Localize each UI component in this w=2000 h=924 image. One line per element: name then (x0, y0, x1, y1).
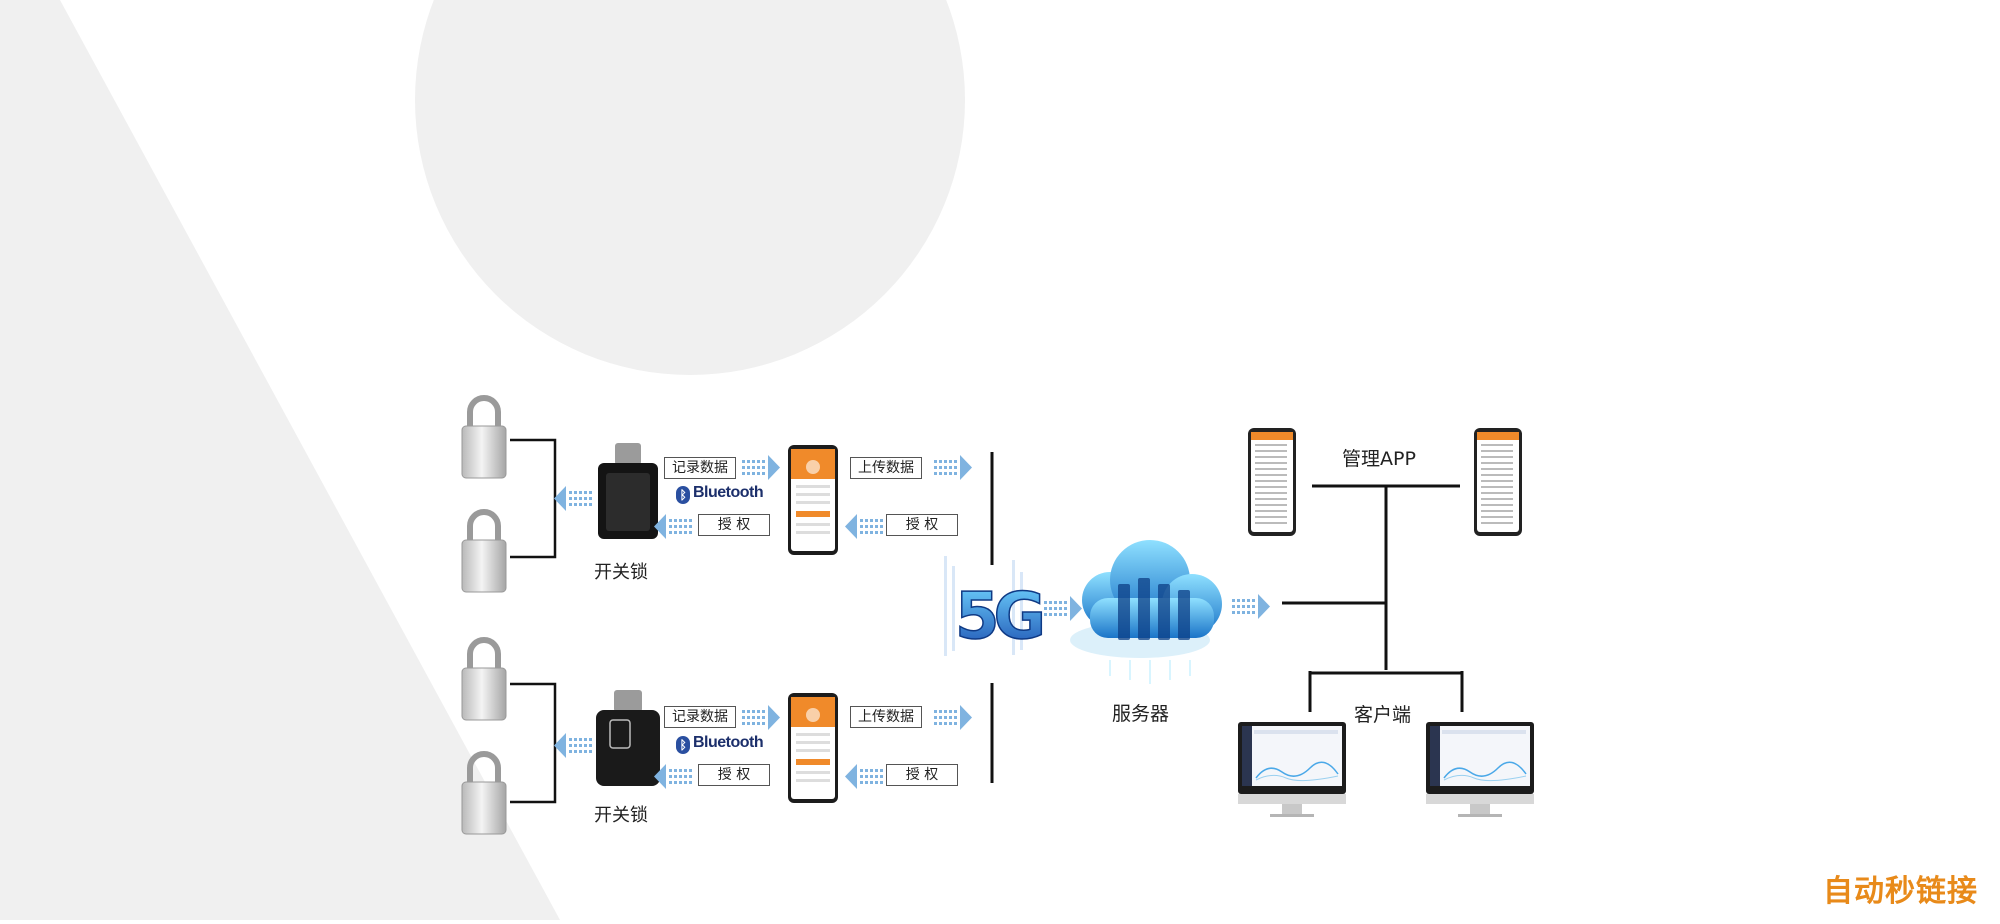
top-phone (788, 445, 838, 555)
bluetooth-icon: ᛒ (676, 736, 690, 754)
top-auth-label: 授 权 (698, 514, 770, 536)
top-padlock-1 (462, 398, 506, 478)
top-arrow-to-locks (554, 486, 592, 511)
bottom-switch-lock-device (596, 690, 660, 786)
top-lock-bracket (510, 438, 557, 559)
cloud-server-icon (1070, 540, 1222, 684)
bottom-phone (788, 693, 838, 803)
server-label: 服务器 (1112, 703, 1170, 725)
bottom-auth-label: 授 权 (698, 764, 770, 786)
client-monitor-left (1237, 721, 1347, 818)
bottom-padlock-1 (462, 640, 506, 720)
bottom-arrow-record (742, 705, 780, 730)
bottom-arrow-auth-2 (845, 764, 883, 789)
top-padlock-2 (462, 512, 506, 592)
5g-icon: 5G (944, 556, 1048, 656)
client-label: 客户端 (1354, 704, 1412, 726)
top-arrow-upload (934, 455, 972, 480)
background-circle (415, 0, 965, 375)
arrow-server-to-clients (1232, 594, 1270, 619)
admin-app-label: 管理APP (1342, 448, 1416, 470)
bottom-padlock-2 (462, 754, 506, 834)
watermark-logo: 自动秒链接 (1823, 874, 1978, 909)
bottom-arrow-upload (934, 705, 972, 730)
bottom-record-data-label: 记录数据 (664, 706, 736, 728)
admin-phone-left (1248, 428, 1296, 536)
top-arrow-auth-2 (845, 514, 883, 539)
5g-graphic: 5G (955, 580, 1042, 654)
bottom-auth-label-2: 授 权 (886, 764, 958, 786)
top-auth-label-2: 授 权 (886, 514, 958, 536)
bottom-upload-label: 上传数据 (850, 706, 922, 728)
admin-phone-right (1474, 428, 1522, 536)
top-arrow-record (742, 455, 780, 480)
top-switch-lock-label: 开关锁 (594, 562, 648, 583)
bottom-bluetooth-text: Bluetooth (693, 734, 764, 751)
top-arrow-auth (654, 514, 692, 539)
bottom-arrow-to-locks (554, 733, 592, 758)
bluetooth-icon: ᛒ (676, 486, 690, 504)
top-bluetooth-text: Bluetooth (693, 484, 764, 501)
background-shape (0, 0, 560, 920)
top-switch-lock-device (598, 443, 658, 539)
top-record-data-label: 记录数据 (664, 457, 736, 479)
bottom-switch-lock-label: 开关锁 (594, 805, 648, 826)
client-monitor-right (1425, 721, 1535, 818)
arrow-5g-to-server (1044, 596, 1082, 621)
top-upload-label: 上传数据 (850, 457, 922, 479)
bottom-lock-bracket (510, 682, 557, 804)
right-tree-lines (1282, 484, 1464, 712)
